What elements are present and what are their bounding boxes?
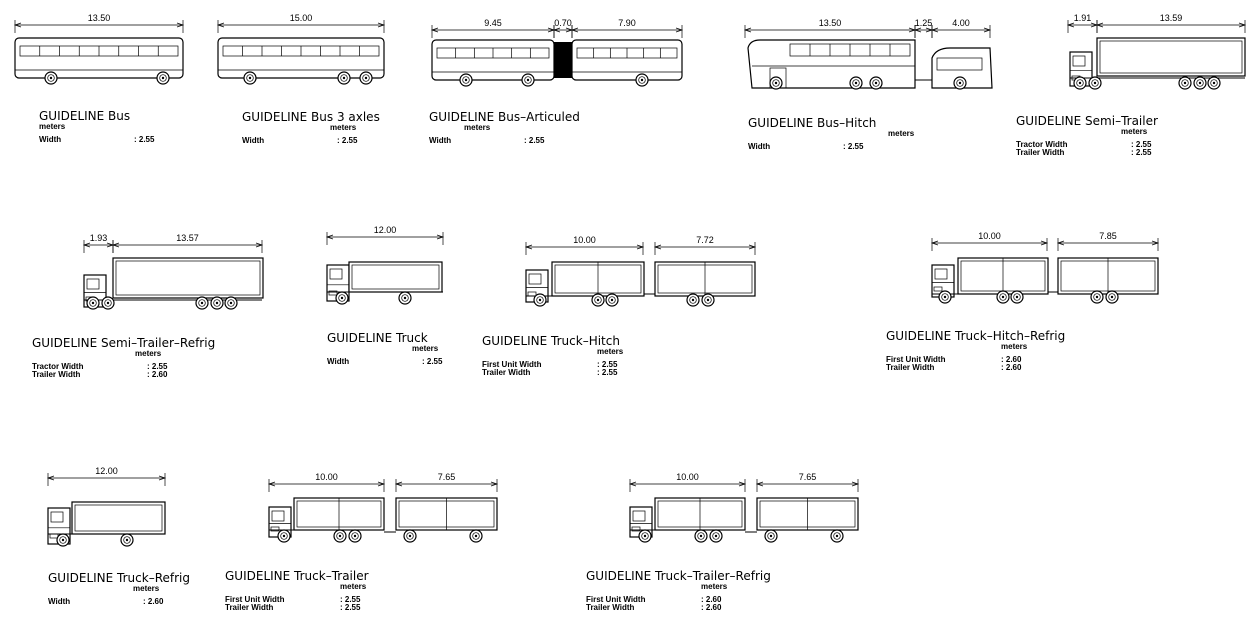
dimension-label: 7.72 xyxy=(696,235,714,245)
vehicle-title: GUIDELINE Truck–Refrig xyxy=(48,571,190,585)
spec-value: : 2.60 xyxy=(1001,363,1022,372)
spec-label: Width xyxy=(48,597,70,606)
spec-value: : 2.55 xyxy=(597,368,618,377)
spec-label: Width xyxy=(429,136,451,145)
unit-label: meters xyxy=(1001,342,1028,351)
dimension-label: 1.91 xyxy=(1074,13,1092,23)
unit-label: meters xyxy=(135,349,162,358)
unit-label: meters xyxy=(412,344,439,353)
spec-value: : 2.60 xyxy=(1001,355,1022,364)
dimension-label: 4.00 xyxy=(952,18,970,28)
dimension-label: 1.25 xyxy=(915,18,933,28)
unit-label: meters xyxy=(1121,127,1148,136)
dimension-label: 13.50 xyxy=(88,13,111,23)
vehicle-title: GUIDELINE Truck–Trailer–Refrig xyxy=(586,569,771,583)
spec-label: Width xyxy=(242,136,264,145)
spec-value: : 2.60 xyxy=(143,597,164,606)
dimension-label: 10.00 xyxy=(676,472,699,482)
unit-label: meters xyxy=(340,582,367,591)
unit-label: meters xyxy=(701,582,728,591)
dimension-label: 13.59 xyxy=(1160,13,1183,23)
vehicle-title: GUIDELINE Truck–Hitch xyxy=(482,334,620,348)
bus-body xyxy=(14,37,184,79)
dimension-label: 12.00 xyxy=(374,225,397,235)
spec-value: : 2.55 xyxy=(1131,140,1152,149)
spec-label: Tractor Width xyxy=(32,362,84,371)
vehicle-title: GUIDELINE Bus xyxy=(39,109,130,123)
dimension-label: 10.00 xyxy=(315,472,338,482)
spec-value: : 2.55 xyxy=(340,603,361,612)
dimension-label: 7.85 xyxy=(1099,231,1117,241)
spec-value: : 2.60 xyxy=(701,603,722,612)
dimension-label: 0.70 xyxy=(554,18,572,28)
unit-label: meters xyxy=(39,122,66,131)
spec-label: Trailer Width xyxy=(586,603,634,612)
spec-value: : 2.55 xyxy=(524,136,545,145)
spec-label: First Unit Width xyxy=(482,360,542,369)
vehicle-title: GUIDELINE Semi–Trailer xyxy=(1016,114,1158,128)
spec-label: First Unit Width xyxy=(886,355,946,364)
bus-body xyxy=(217,37,385,79)
dimension-label: 13.50 xyxy=(819,18,842,28)
spec-value: : 2.55 xyxy=(340,595,361,604)
dimension-label: 10.00 xyxy=(978,231,1001,241)
dimension-label: 7.90 xyxy=(618,18,636,28)
spec-label: Trailer Width xyxy=(886,363,934,372)
spec-value: : 2.55 xyxy=(843,142,864,151)
dimension-label: 7.65 xyxy=(438,472,456,482)
bus-body xyxy=(571,39,683,81)
spec-value: : 2.55 xyxy=(597,360,618,369)
dimension-label: 1.93 xyxy=(90,233,108,243)
vehicle-title: GUIDELINE Truck–Trailer xyxy=(225,569,369,583)
spec-value: : 2.55 xyxy=(134,135,155,144)
vehicle-title: GUIDELINE Semi–Trailer–Refrig xyxy=(32,336,215,350)
spec-value: : 2.60 xyxy=(147,370,168,379)
unit-label: meters xyxy=(888,129,915,138)
spec-label: Trailer Width xyxy=(1016,148,1064,157)
spec-label: Tractor Width xyxy=(1016,140,1068,149)
dimension-label: 7.65 xyxy=(799,472,817,482)
unit-label: meters xyxy=(597,347,624,356)
unit-label: meters xyxy=(464,123,491,132)
unit-label: meters xyxy=(330,123,357,132)
dimension-label: 13.57 xyxy=(176,233,199,243)
spec-value: : 2.55 xyxy=(1131,148,1152,157)
spec-value: : 2.55 xyxy=(147,362,168,371)
spec-label: First Unit Width xyxy=(586,595,646,604)
dimension-label: 10.00 xyxy=(573,235,596,245)
spec-label: Width xyxy=(748,142,770,151)
dimension-label: 12.00 xyxy=(95,466,118,476)
spec-label: Width xyxy=(39,135,61,144)
spec-label: Trailer Width xyxy=(482,368,530,377)
unit-label: meters xyxy=(133,584,160,593)
vehicle-title: GUIDELINE Bus–Hitch xyxy=(748,116,876,130)
spec-value: : 2.55 xyxy=(422,357,443,366)
spec-value: : 2.60 xyxy=(701,595,722,604)
spec-label: Width xyxy=(327,357,349,366)
spec-label: Trailer Width xyxy=(225,603,273,612)
vehicle-title: GUIDELINE Truck xyxy=(327,331,428,345)
spec-value: : 2.55 xyxy=(337,136,358,145)
vehicle-title: GUIDELINE Bus 3 axles xyxy=(242,110,380,124)
spec-label: Trailer Width xyxy=(32,370,80,379)
bus-body xyxy=(431,39,555,81)
spec-label: First Unit Width xyxy=(225,595,285,604)
vehicle-title: GUIDELINE Bus–Articuled xyxy=(429,110,580,124)
dimension-label: 15.00 xyxy=(290,13,313,23)
vehicle-title: GUIDELINE Truck–Hitch–Refrig xyxy=(886,329,1065,343)
dimension-label: 9.45 xyxy=(484,18,502,28)
